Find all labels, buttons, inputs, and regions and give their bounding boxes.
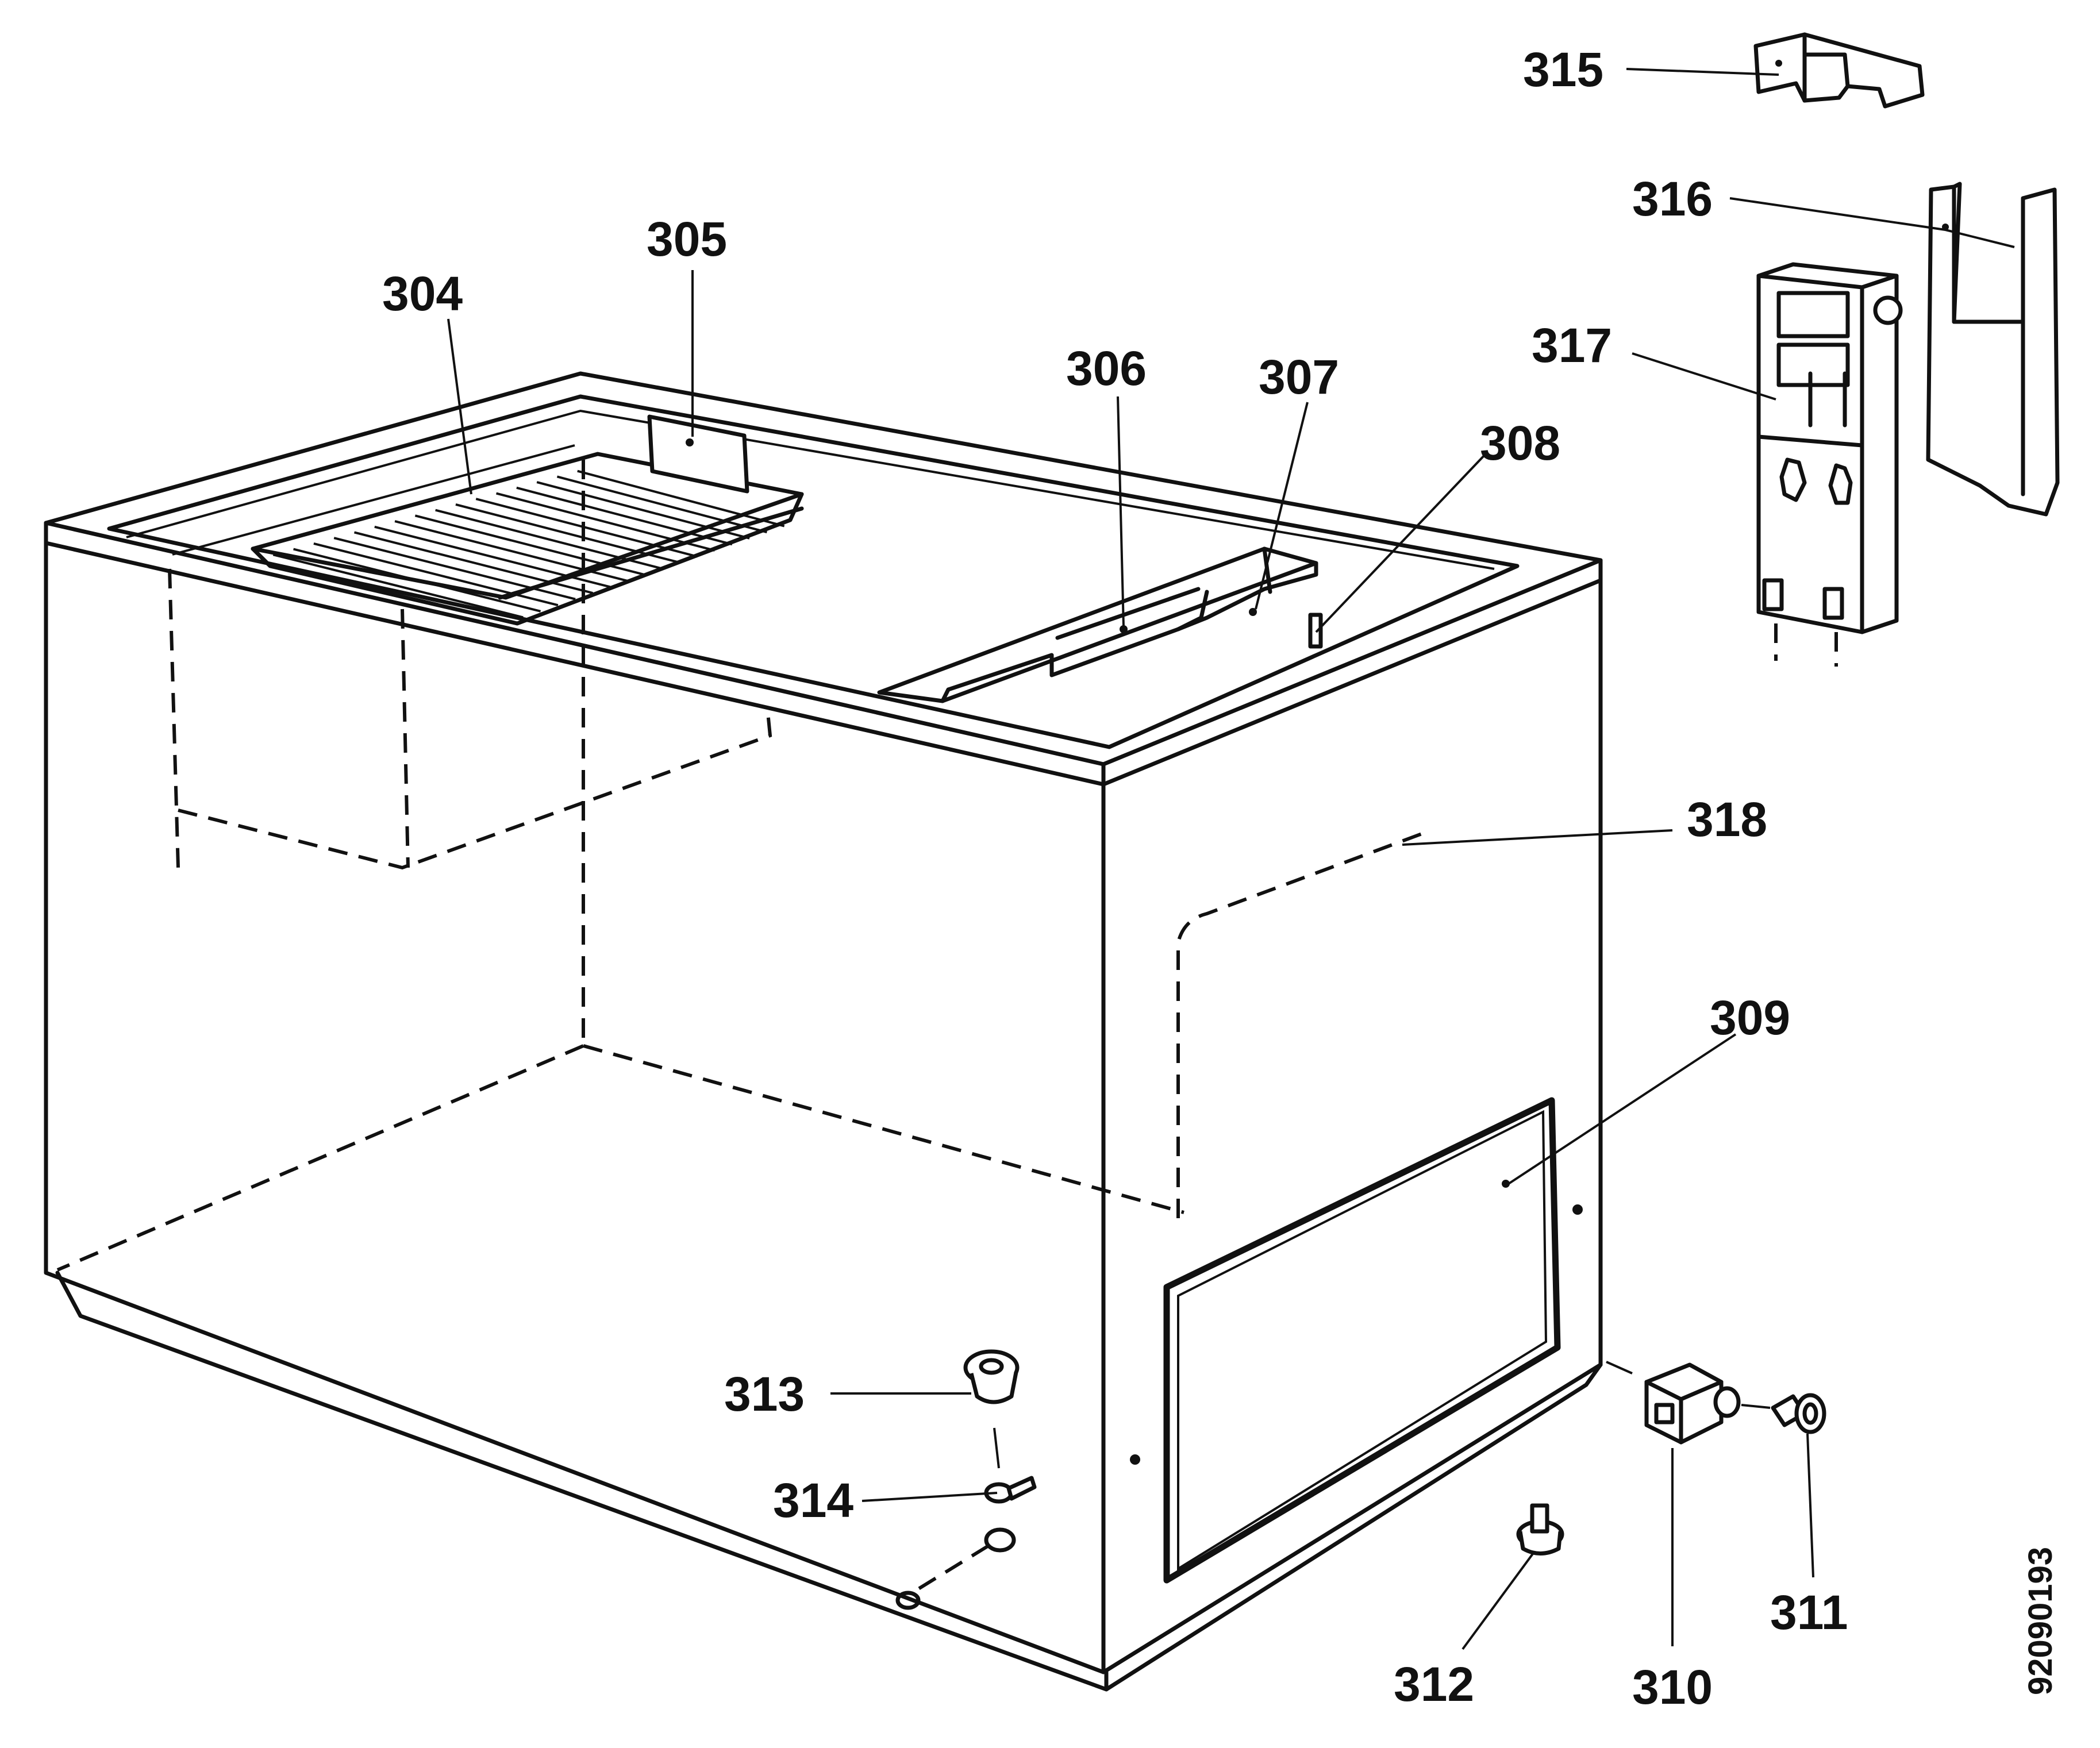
module-317 [1756, 262, 1903, 667]
clip-308 [1308, 613, 1323, 649]
drawing-code: 92090193 [2022, 1547, 2059, 1695]
basket-wire [313, 542, 559, 607]
basket-wire [475, 498, 698, 558]
label-314: 314 [773, 1473, 853, 1527]
freezer-cabinet [44, 371, 1603, 1692]
basket-wire [293, 548, 541, 613]
basket-wire [394, 520, 628, 582]
basket-wire [353, 531, 593, 594]
basket-wire [496, 492, 716, 552]
label-307: 307 [1259, 350, 1339, 404]
basket-wire [577, 469, 785, 528]
basket-wire [536, 481, 750, 540]
panel-309 [1130, 1097, 1583, 1584]
basket-wire [272, 553, 524, 619]
label-315: 315 [1523, 43, 1603, 97]
label-306: 306 [1066, 341, 1147, 395]
basket-wire [516, 486, 733, 546]
drain-314 [895, 1476, 1037, 1610]
label-313: 313 [724, 1367, 805, 1421]
part-labels: 304 305 306 307 308 309 310 311 312 313 … [382, 43, 1848, 1714]
label-310: 310 [1632, 1660, 1713, 1714]
label-312: 312 [1394, 1657, 1474, 1711]
cover-315 [1753, 32, 1925, 109]
basket-wire [414, 514, 645, 576]
cover-316 [1926, 182, 2060, 517]
label-317: 317 [1532, 318, 1612, 372]
basket-wire [556, 475, 767, 534]
bracket-305 [647, 414, 749, 494]
lock-310 [1606, 1361, 1771, 1445]
leader-lines [447, 68, 2015, 1650]
foot-312 [1516, 1503, 1564, 1556]
inner-liner-hidden-lines [56, 460, 1432, 1272]
label-304: 304 [382, 267, 463, 321]
basket-wire [435, 509, 663, 570]
label-309: 309 [1710, 991, 1790, 1045]
basket-wire [374, 525, 611, 588]
basket-wire [333, 537, 576, 600]
grommet-313 [963, 1349, 1020, 1469]
key-311 [1771, 1393, 1826, 1434]
label-316: 316 [1632, 172, 1713, 226]
basket-304 [251, 452, 804, 626]
basket-wire [455, 503, 680, 564]
divider-306-307 [877, 546, 1318, 703]
label-318: 318 [1687, 792, 1767, 846]
label-308: 308 [1480, 416, 1560, 470]
label-305: 305 [647, 212, 727, 266]
label-311: 311 [1770, 1585, 1848, 1639]
